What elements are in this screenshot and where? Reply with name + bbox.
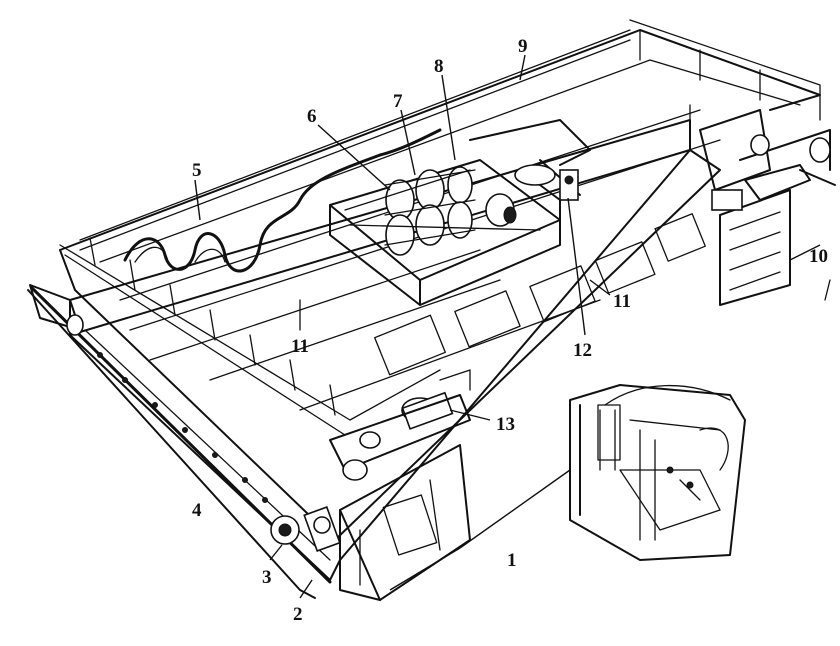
callout-labels: 1 2 3 4 5 6 7 8 9 10 11 11 12 13 [192,36,828,625]
callout-10: 10 [809,246,828,267]
callout-12: 12 [573,340,592,361]
callout-11-right: 11 [613,291,631,312]
callout-7: 7 [393,91,403,112]
operator-cab [339,444,471,601]
festoon-cable [123,128,442,273]
cab-inset [569,384,746,561]
front-railing [59,19,821,436]
deck-label-ticks [299,104,831,331]
callout-2: 2 [293,604,303,625]
callout-3: 3 [262,567,272,588]
callout-11-left: 11 [291,336,309,357]
leader-lines [194,54,821,599]
callout-5: 5 [192,160,202,181]
drive-parts [66,134,831,552]
callout-1: 1 [507,550,517,571]
callout-9: 9 [518,36,528,57]
access-ladder [711,164,811,306]
callout-4: 4 [192,500,202,521]
callout-8: 8 [434,56,444,77]
trolley [329,119,591,306]
callout-13: 13 [496,414,515,435]
callout-6: 6 [307,106,317,127]
girder-panels [97,213,706,503]
